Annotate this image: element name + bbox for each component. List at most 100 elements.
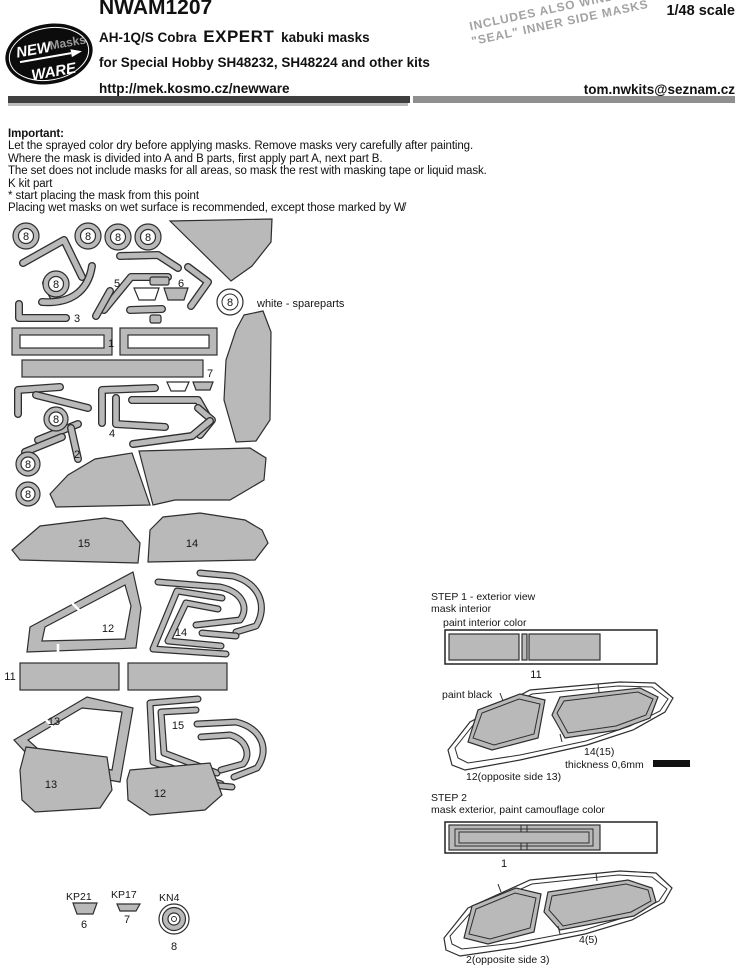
part-label-3: 3 (74, 313, 80, 325)
mask-window (49, 452, 151, 508)
mask-window-12 (126, 762, 223, 816)
part-label-1: 1 (108, 338, 114, 350)
part-label-5: 5 (114, 278, 120, 290)
kp17-mask-shape (116, 903, 142, 912)
svg-text:8: 8 (25, 489, 31, 501)
part-label-13: 13 (45, 779, 57, 791)
canopy-side-view-step2 (443, 870, 673, 957)
note-line: Placing wet masks on wet surface is reco… (8, 202, 405, 215)
kit-part-kp21: KP21 6 (66, 891, 98, 931)
mask-window-14 (147, 512, 269, 563)
kit-part-code: KP21 (66, 891, 92, 903)
product-title: AH-1Q/S Cobra EXPERT kabuki masks (99, 27, 370, 47)
mask-strip (21, 359, 204, 378)
kn4-inner (167, 912, 181, 926)
part-label-12: 12 (154, 788, 166, 800)
mask-trapezoid (163, 287, 189, 301)
title-expert: EXPERT (203, 27, 275, 46)
mask-rect-11 (19, 662, 120, 691)
canopy1-right-label: 14(15) (584, 746, 614, 758)
kit-part-number: 7 (124, 914, 130, 926)
mask-circle: 8 (15, 481, 41, 507)
canopy2-right-label: 4(5) (579, 934, 598, 946)
kit-compatibility: for Special Hobby SH48232, SH48224 and o… (99, 55, 430, 70)
mask-trapezoid (192, 381, 214, 391)
mask-windows (11, 447, 269, 564)
svg-text:8: 8 (145, 232, 151, 244)
mask-cluster-5-6 (96, 255, 208, 324)
svg-text:8: 8 (115, 232, 121, 244)
important-notes: Important: Let the sprayed color dry bef… (8, 128, 608, 215)
part-label-13: 13 (48, 716, 60, 728)
mask-frame-12 (26, 571, 142, 653)
step1-strip-diagram (444, 629, 658, 665)
note-line: Let the sprayed color dry before applyin… (8, 140, 474, 153)
kit-part-number: 8 (171, 941, 177, 953)
canopy1-left-label: 12(opposite side 13) (466, 771, 561, 783)
part-label-6: 6 (178, 278, 184, 290)
mask-circle: 8 (42, 270, 70, 298)
kp21-mask-shape (72, 902, 98, 915)
part-label-11: 11 (4, 671, 15, 683)
step1-part-label: 11 (530, 669, 541, 681)
step2-part-label: 1 (501, 858, 507, 870)
step1-subtitle: mask interior (431, 603, 492, 615)
note-line: * start placing the mask from this point (8, 190, 199, 203)
svg-text:8: 8 (85, 231, 91, 243)
logo-word-masks: Masks (48, 32, 87, 52)
step2-subtitle: mask exterior, paint camouflage color (431, 804, 605, 816)
mask-strip-7 (21, 359, 214, 392)
mask-circle: 8 (15, 451, 41, 477)
part-label-2: 2 (74, 449, 80, 461)
mask-strip-slot (127, 334, 210, 349)
mask-window-15 (11, 517, 141, 564)
step2-title: STEP 2 (431, 792, 467, 804)
mask-window (138, 447, 267, 506)
mask-window-13 (19, 746, 113, 813)
mask-trapezoid-hole (166, 381, 190, 392)
part-label-15: 15 (78, 538, 90, 550)
mask-circle: 8 (134, 223, 162, 251)
mask-strips-1 (11, 327, 218, 356)
note-line: The set does not include masks for all a… (8, 165, 487, 178)
canopy-side-view-step1 (447, 681, 674, 771)
part-label-12: 12 (102, 623, 114, 635)
mask-fin-top (168, 218, 273, 282)
logo-arrow-head (70, 49, 83, 58)
kit-part-code: KP17 (111, 889, 137, 901)
mask-circle: 8 (43, 406, 69, 432)
svg-text:8: 8 (25, 459, 31, 471)
thickness-note: thickness 0,6mm (565, 759, 644, 771)
logo-ellipse (5, 23, 93, 85)
mask-small-rect (149, 314, 162, 324)
title-prefix: AH-1Q/S Cobra (99, 30, 197, 45)
canopy2-left-label: 2(opposite side 3) (466, 954, 549, 966)
frame-gap (71, 602, 81, 612)
mask-trapezoid-hole (133, 287, 160, 301)
mask-rect-11 (127, 662, 228, 691)
part-label-14: 14 (175, 627, 187, 639)
part-label-4: 4 (109, 428, 115, 440)
kit-part-code: KN4 (159, 892, 180, 904)
mask-circle: 8 (104, 223, 132, 251)
step1-title: STEP 1 - exterior view (431, 591, 536, 603)
mask-circles-8: 8 8 8 8 8 8 8 8 (12, 222, 162, 507)
mask-circle: 8 (12, 222, 40, 250)
website-url: http://mek.kosmo.cz/newware (99, 81, 290, 96)
product-code: NWAM1207 (99, 0, 213, 19)
paint-black-note: paint black (442, 689, 493, 701)
mask-cluster-4 (102, 388, 212, 444)
part-label-15: 15 (172, 720, 184, 732)
note-line: K kit part (8, 177, 53, 190)
canopy-window-rear (551, 687, 659, 739)
note-line: Where the mask is divided into A and B p… (8, 152, 383, 165)
mask-small-rect (149, 276, 170, 286)
svg-text:8: 8 (53, 414, 59, 426)
newware-logo: NEW Masks WARE (5, 23, 93, 85)
important-heading: Important: (8, 128, 64, 140)
kit-part-kp17: KP17 7 (111, 889, 142, 926)
kn4-hub (171, 916, 177, 922)
mask-circle: 8 (74, 222, 102, 250)
